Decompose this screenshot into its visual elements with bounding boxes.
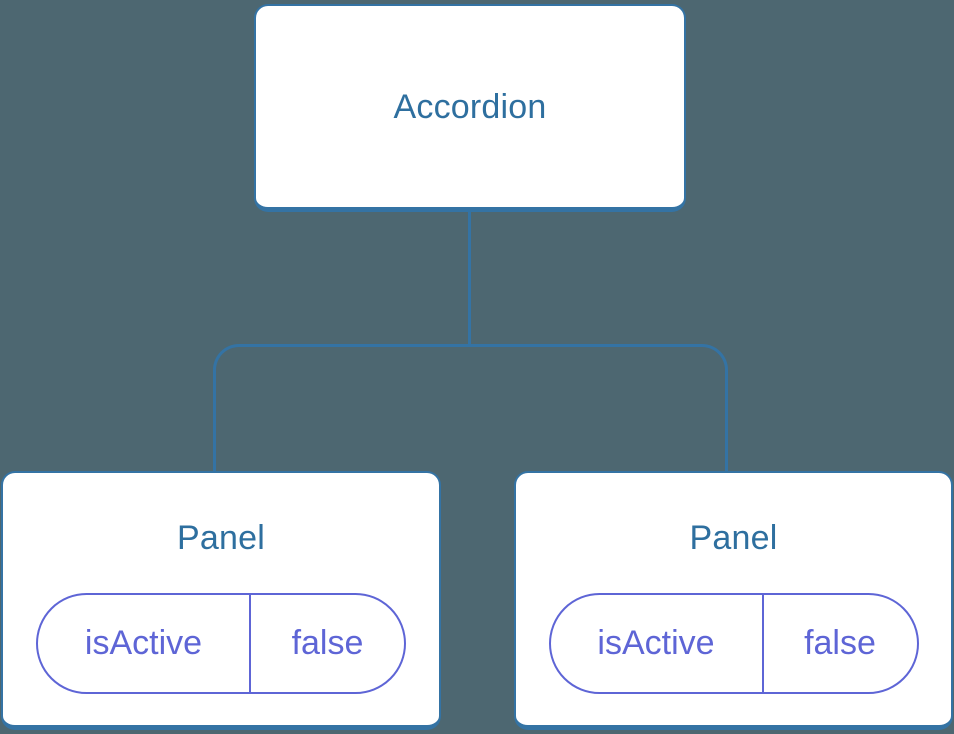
tree-node-panel-right: Panel isActive false [514, 471, 953, 730]
state-pill-left: isActive false [36, 593, 406, 694]
tree-node-panel-left: Panel isActive false [1, 471, 441, 730]
state-key-label: isActive [551, 595, 764, 692]
panel-right-label: Panel [689, 519, 778, 557]
state-value-label: false [804, 624, 876, 662]
tree-node-accordion: Accordion [254, 4, 686, 212]
connector-branch [213, 344, 728, 471]
state-pill-right: isActive false [548, 593, 919, 694]
accordion-node-label: Accordion [393, 87, 547, 126]
state-value-label: false [291, 624, 364, 662]
state-key-label: isActive [38, 595, 251, 692]
connector-stem [468, 209, 471, 345]
panel-left-label: Panel [177, 519, 265, 557]
